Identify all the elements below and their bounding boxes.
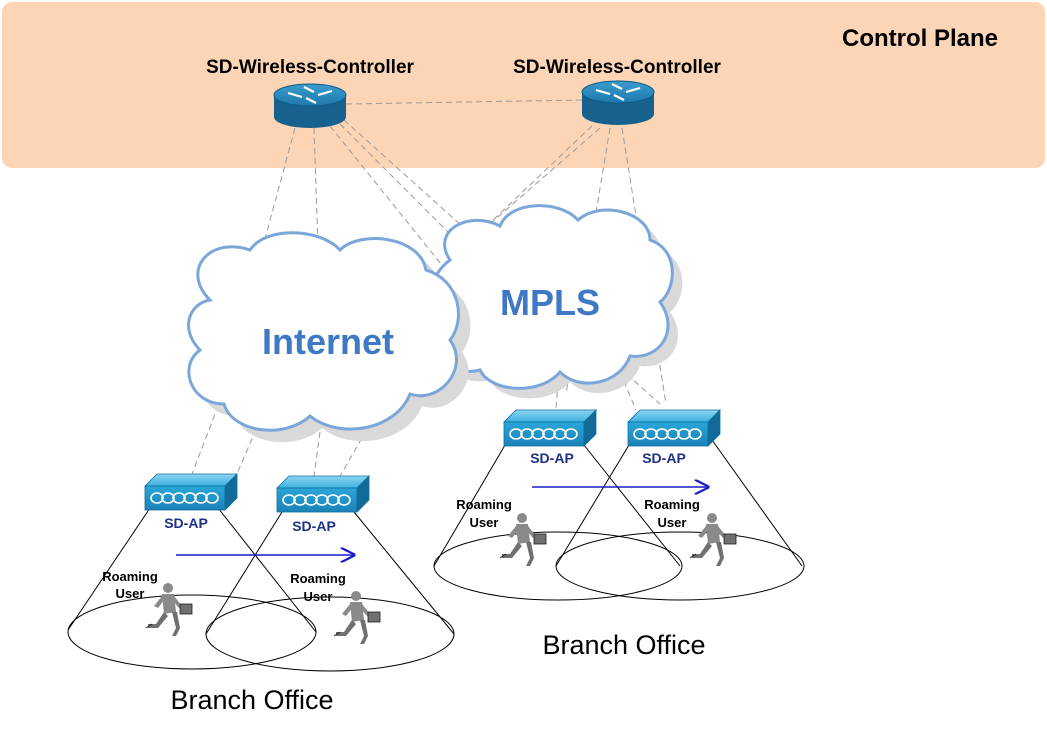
branch-2-coverage bbox=[433, 439, 805, 601]
user-label-line1: Roaming bbox=[644, 497, 700, 512]
internet-label: Internet bbox=[262, 321, 394, 362]
user-label-line2: User bbox=[304, 589, 333, 604]
branch-1-user-2: Roaming User bbox=[290, 571, 381, 645]
mpls-cloud: MPLS bbox=[427, 204, 683, 399]
ap-label: SD-AP bbox=[530, 450, 574, 466]
user-label-line1: Roaming bbox=[290, 571, 346, 586]
branch-1-coverage bbox=[67, 507, 455, 672]
access-point-icon bbox=[276, 475, 370, 513]
branch-1-label: Branch Office bbox=[170, 685, 333, 715]
user-label-line1: Roaming bbox=[456, 497, 512, 512]
ap-label: SD-AP bbox=[292, 518, 336, 534]
user-label-line2: User bbox=[658, 515, 687, 530]
user-label-line2: User bbox=[116, 586, 145, 601]
access-point-icon bbox=[503, 409, 597, 447]
internet-cloud: Internet bbox=[187, 231, 471, 443]
ap-label: SD-AP bbox=[642, 450, 686, 466]
controller-left: SD-Wireless-Controller bbox=[206, 57, 415, 130]
access-point-icon bbox=[144, 473, 238, 511]
control-plane-title: Control Plane bbox=[842, 25, 998, 52]
user-label-line2: User bbox=[470, 515, 499, 530]
branch-1-ap-2: SD-AP bbox=[276, 475, 370, 534]
ap-label: SD-AP bbox=[164, 515, 208, 531]
branch-2-user-2: Roaming User bbox=[644, 497, 737, 567]
mpls-label: MPLS bbox=[500, 282, 600, 323]
branch-1-ap-1: SD-AP bbox=[144, 473, 238, 531]
controller-left-label: SD-Wireless-Controller bbox=[206, 57, 414, 78]
branch-1-user-1: Roaming User bbox=[102, 569, 193, 637]
branch-2-user-1: Roaming User bbox=[456, 497, 547, 567]
router-icon bbox=[272, 82, 348, 130]
controller-right-label: SD-Wireless-Controller bbox=[513, 57, 721, 78]
roaming-user-icon bbox=[689, 512, 737, 567]
branch-2-ap-2: SD-AP bbox=[627, 409, 721, 466]
branch-2-ap-1: SD-AP bbox=[503, 409, 597, 466]
user-label-line1: Roaming bbox=[102, 569, 158, 584]
router-icon bbox=[580, 79, 656, 127]
roaming-user-icon bbox=[499, 512, 547, 567]
roaming-user-icon bbox=[145, 582, 193, 637]
controller-right: SD-Wireless-Controller bbox=[513, 57, 722, 127]
control-plane-band bbox=[2, 2, 1045, 168]
branch-2-label: Branch Office bbox=[542, 630, 705, 660]
access-point-icon bbox=[627, 409, 721, 447]
